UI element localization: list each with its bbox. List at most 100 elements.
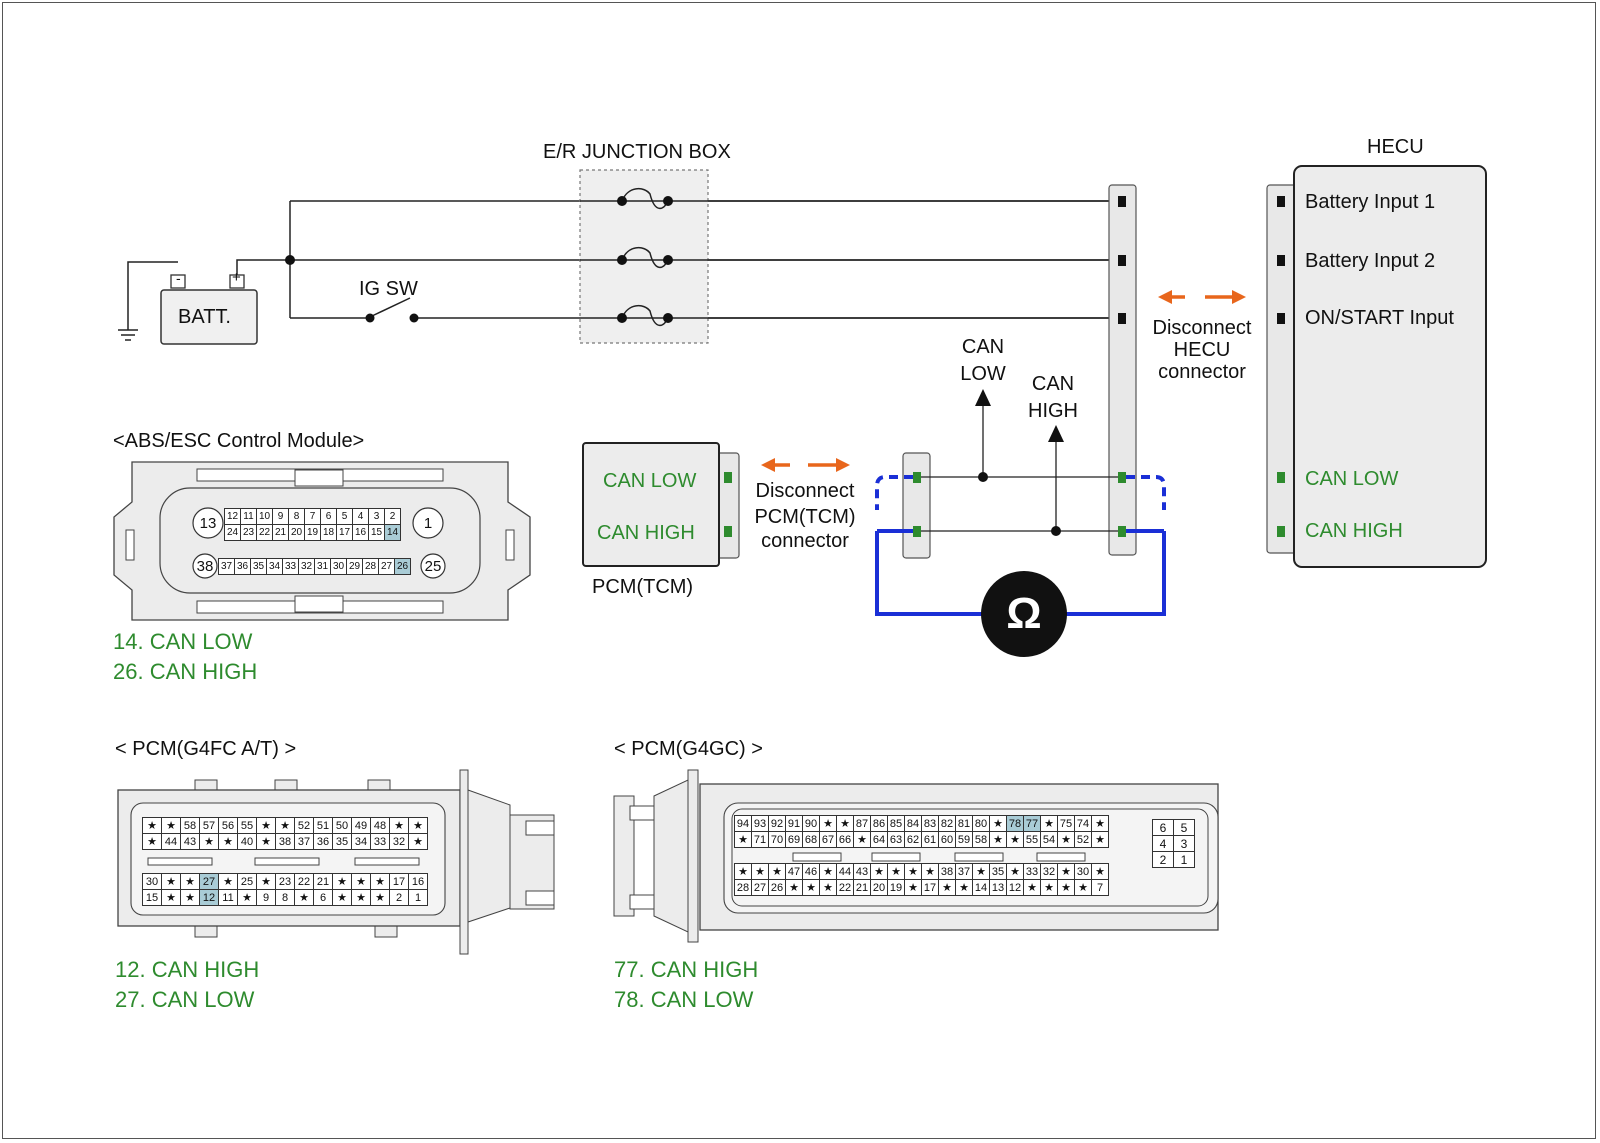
pin-cell: ★ xyxy=(751,863,769,880)
pin-cell: 33 xyxy=(282,558,299,575)
pin-cell: 26 xyxy=(394,558,411,575)
abs-pin-1: 1 xyxy=(423,515,433,532)
pin-cell: ★ xyxy=(1091,831,1109,848)
hecu-input-battery-1: Battery Input 1 xyxy=(1305,191,1436,213)
pin-cell: 27 xyxy=(199,873,219,890)
can-high-probe-arrow xyxy=(1048,425,1064,442)
pin-cell: 81 xyxy=(955,815,973,832)
pin-cell: ★ xyxy=(1057,879,1075,896)
pin-cell: ★ xyxy=(237,889,257,906)
pin-cell: ★ xyxy=(955,879,973,896)
pin-cell: 35 xyxy=(250,558,267,575)
pin-cell: 16 xyxy=(408,873,428,890)
pin-cell: ★ xyxy=(142,817,162,834)
pin-cell: ★ xyxy=(256,833,276,850)
pin-cell: 63 xyxy=(887,831,905,848)
pin-cell: 21 xyxy=(272,524,289,541)
pin-cell: 54 xyxy=(1040,831,1058,848)
pin-cell: ★ xyxy=(332,889,352,906)
pin-cell: 34 xyxy=(351,833,371,850)
pin-cell: 60 xyxy=(938,831,956,848)
pin-cell: ★ xyxy=(768,863,786,880)
pin-cell: ★ xyxy=(161,889,181,906)
pin-cell: ★ xyxy=(819,863,837,880)
pin-cell: 14 xyxy=(972,879,990,896)
pin-cell: 19 xyxy=(304,524,321,541)
pin-cell: 14 xyxy=(384,524,401,541)
disconnect-pcm-arrow xyxy=(761,458,850,472)
pin-cell: 43 xyxy=(180,833,200,850)
pin-cell: 56 xyxy=(218,817,238,834)
pin-cell: 94 xyxy=(734,815,752,832)
pin-cell: 59 xyxy=(955,831,973,848)
pcm-tcm-can-high: CAN HIGH xyxy=(597,522,695,544)
pin-cell: ★ xyxy=(802,879,820,896)
pin-cell: 92 xyxy=(768,815,786,832)
junction-box-title: E/R JUNCTION BOX xyxy=(543,141,731,163)
pin-cell: 12 xyxy=(1006,879,1024,896)
pin-cell: 93 xyxy=(751,815,769,832)
pin-cell: ★ xyxy=(819,815,837,832)
can-high-probe-line2: HIGH xyxy=(1028,400,1078,422)
pin-cell: ★ xyxy=(389,817,409,834)
pin-cell: ★ xyxy=(819,879,837,896)
pin-cell: 22 xyxy=(294,873,314,890)
pin-cell: ★ xyxy=(853,831,871,848)
battery-plus-label: + xyxy=(232,269,241,286)
pin-cell: 20 xyxy=(288,524,305,541)
pin-cell: ★ xyxy=(370,873,390,890)
pin-cell: 68 xyxy=(802,831,820,848)
pin-cell: ★ xyxy=(734,831,752,848)
pin-cell: ★ xyxy=(275,817,295,834)
pin-cell: 52 xyxy=(294,817,314,834)
pin-cell: 49 xyxy=(351,817,371,834)
pin-cell: ★ xyxy=(1091,815,1109,832)
pin-cell: ★ xyxy=(142,833,162,850)
pin-cell: ★ xyxy=(904,879,922,896)
pin-cell: 2 xyxy=(1152,851,1174,868)
pin-cell: 9 xyxy=(256,889,276,906)
hecu-connector-strip xyxy=(1266,184,1298,554)
junction-box-outline xyxy=(579,169,709,344)
pin-cell: 71 xyxy=(751,831,769,848)
can-low-probe-line1: CAN xyxy=(961,336,1005,358)
pin-cell: 32 xyxy=(1040,863,1058,880)
hecu-box xyxy=(1293,165,1487,568)
pin-cell: ★ xyxy=(161,873,181,890)
pin-cell: ★ xyxy=(199,833,219,850)
pin-cell: 27 xyxy=(751,879,769,896)
ohmmeter xyxy=(981,571,1067,657)
pin-cell: 12 xyxy=(224,508,241,525)
pin-cell: 21 xyxy=(313,873,333,890)
pin-cell: ★ xyxy=(870,863,888,880)
pin-cell: 90 xyxy=(802,815,820,832)
pcm-tcm-name: PCM(TCM) xyxy=(592,576,694,598)
pcm-g4gc-note-78: 78. CAN LOW xyxy=(614,987,754,1012)
pin-cell: 30 xyxy=(142,873,162,890)
can-lines xyxy=(921,404,1118,532)
pin-cell: 26 xyxy=(768,879,786,896)
pin-cell: 27 xyxy=(378,558,395,575)
pin-cell: ★ xyxy=(1057,831,1075,848)
pin-cell: 55 xyxy=(1023,831,1041,848)
pin-cell: 58 xyxy=(972,831,990,848)
pin-cell: 30 xyxy=(330,558,347,575)
pin-cell: 13 xyxy=(989,879,1007,896)
pin-cell: ★ xyxy=(836,815,854,832)
pin-cell: 1 xyxy=(408,889,428,906)
pin-cell: 6 xyxy=(320,508,337,525)
pcm-g4fc-note-27: 27. CAN LOW xyxy=(115,987,255,1012)
pin-cell: ★ xyxy=(1006,863,1024,880)
pin-cell: 12 xyxy=(199,889,219,906)
abs-pin-38: 38 xyxy=(196,558,214,575)
pin-cell: ★ xyxy=(370,889,390,906)
pin-cell: 85 xyxy=(887,815,905,832)
pin-cell: ★ xyxy=(1023,879,1041,896)
pin-cell: 11 xyxy=(240,508,257,525)
pcm-g4gc-note-77: 77. CAN HIGH xyxy=(614,957,759,982)
